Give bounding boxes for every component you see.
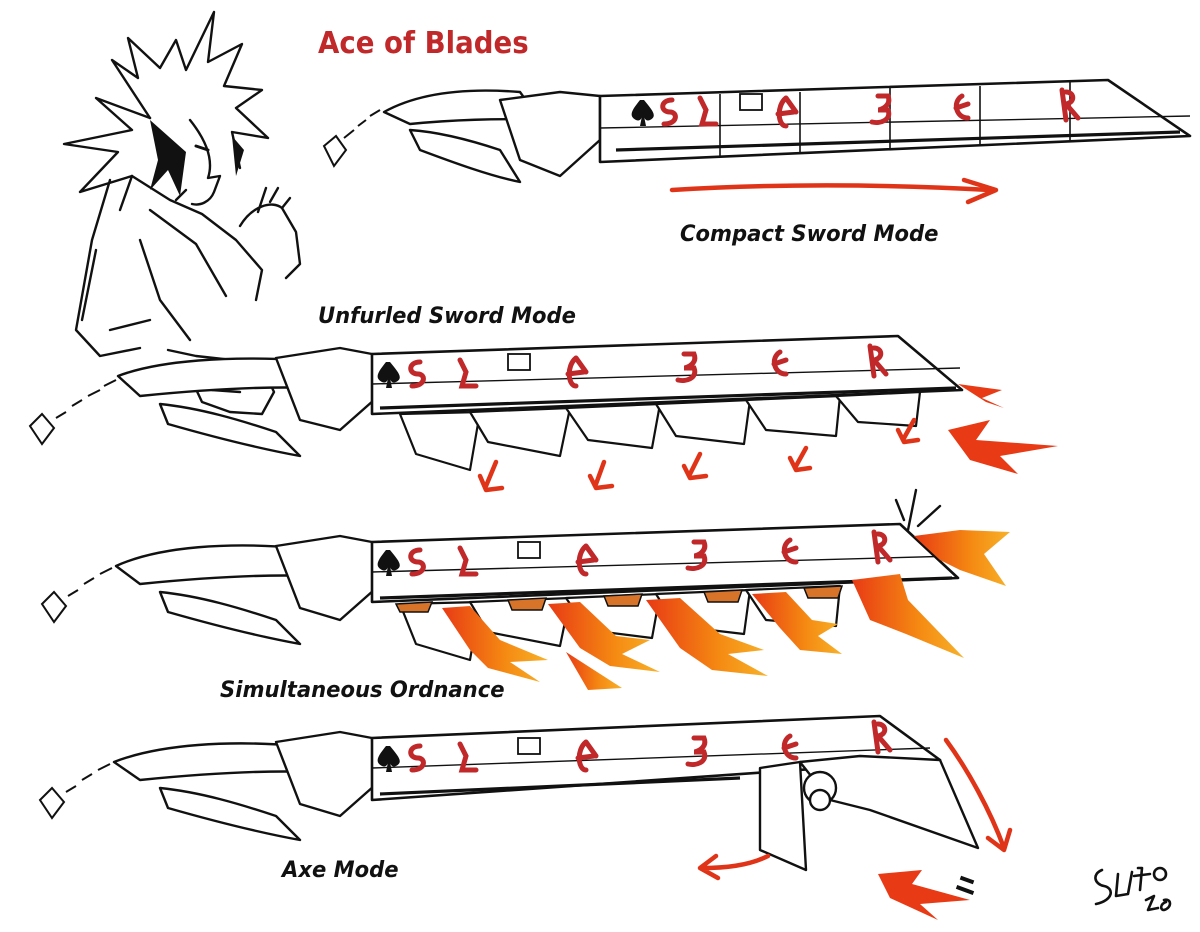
sword-ordnance bbox=[40, 488, 1010, 690]
hair-shading bbox=[150, 120, 244, 196]
arrow-right bbox=[669, 183, 993, 193]
arrow-left bbox=[697, 853, 771, 881]
spade-icon bbox=[377, 746, 400, 772]
sword-axe bbox=[38, 714, 1013, 920]
exhaust-ports bbox=[394, 585, 844, 613]
card-badge-icon bbox=[517, 737, 541, 755]
label-simultaneous-ordnance: Simultaneous Ordnance bbox=[220, 678, 505, 703]
character-figure bbox=[62, 10, 302, 416]
label-compact-sword-mode: Compact Sword Mode bbox=[680, 222, 939, 247]
card-badge-icon bbox=[517, 541, 541, 559]
label-unfurled-sword-mode: Unfurled Sword Mode bbox=[318, 304, 576, 329]
sword-unfurled bbox=[28, 334, 1058, 493]
blade-runes bbox=[408, 343, 889, 389]
flame-bursts bbox=[442, 530, 1010, 690]
blade-runes bbox=[408, 529, 893, 577]
signature-mark bbox=[1094, 866, 1172, 912]
blade-runes bbox=[408, 719, 893, 773]
blade-runes bbox=[660, 87, 1081, 129]
spark-shape bbox=[878, 870, 970, 920]
arrows-down bbox=[477, 417, 921, 493]
spark-shape bbox=[958, 384, 1004, 408]
page-title: Ace of Blades bbox=[318, 26, 529, 61]
card-badge-icon bbox=[739, 93, 763, 111]
sword-compact bbox=[322, 78, 1192, 205]
spade-icon bbox=[377, 550, 400, 576]
label-axe-mode: Axe Mode bbox=[282, 858, 399, 883]
card-badge-icon bbox=[507, 353, 531, 371]
spade-icon bbox=[377, 362, 400, 388]
arrow-down bbox=[943, 737, 1013, 853]
spark-shape bbox=[948, 420, 1058, 474]
chain-pendant-icon bbox=[322, 109, 381, 168]
spade-icon bbox=[631, 100, 654, 126]
